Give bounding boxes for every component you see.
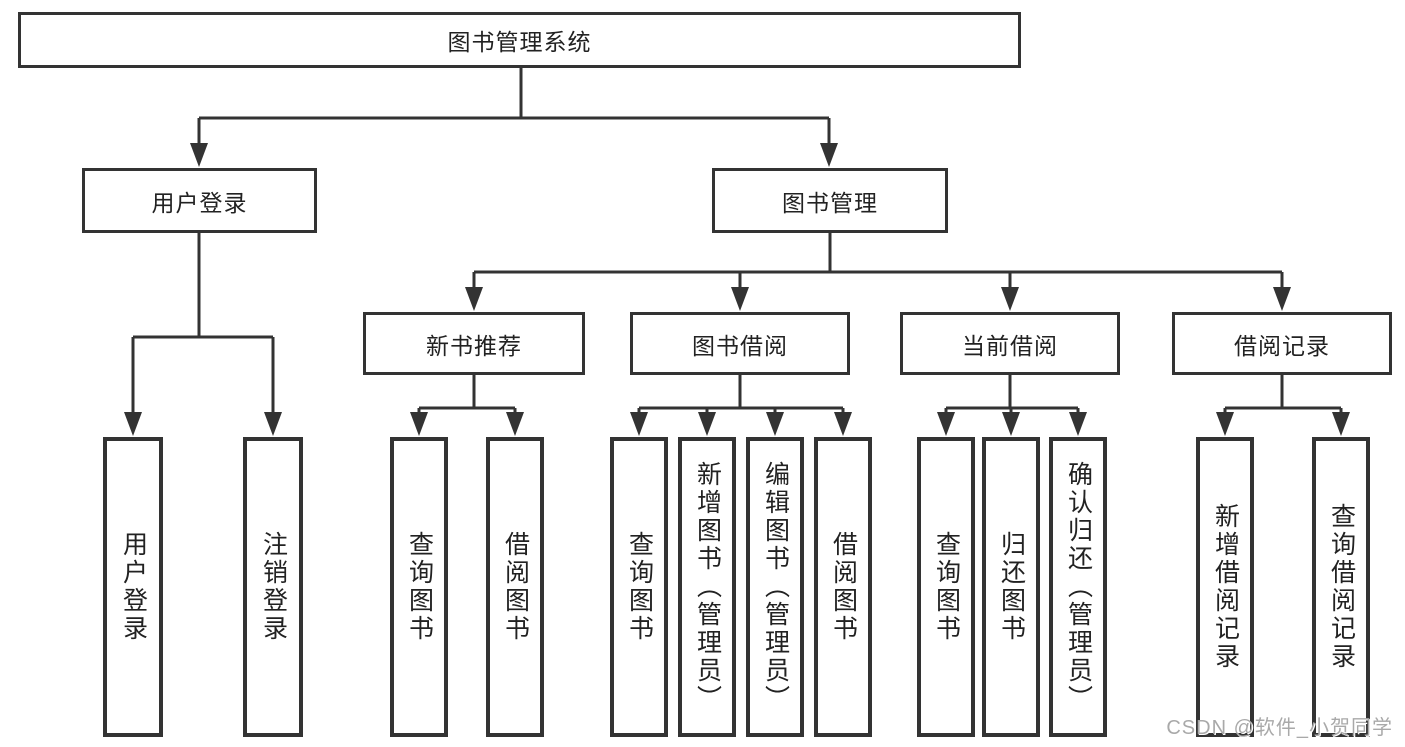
leaf-record-query: 查询借阅记录 bbox=[1312, 437, 1370, 737]
csdn-watermark: CSDN @软件_小贺同学 bbox=[1166, 717, 1393, 739]
arrow-icon bbox=[124, 412, 142, 436]
connector-borrow-branch bbox=[637, 375, 845, 415]
arrow-icon bbox=[766, 412, 784, 436]
leaf-current-query-book: 查询图书 bbox=[917, 437, 975, 737]
connector-lines bbox=[131, 66, 1343, 415]
leaf-user-login: 用户登录 bbox=[103, 437, 163, 737]
arrow-icon bbox=[1332, 412, 1350, 436]
leaf-borrow-add-book-admin: 新增图书（管理员） bbox=[678, 437, 736, 737]
connector-root-branch bbox=[197, 66, 831, 146]
arrow-icon bbox=[937, 412, 955, 436]
node-book-manage: 图书管理 bbox=[712, 168, 948, 233]
arrow-icon bbox=[410, 412, 428, 436]
connector-recommend-branch bbox=[417, 375, 517, 415]
leaf-current-return-book: 归还图书 bbox=[982, 437, 1040, 737]
node-label: 图书管理 bbox=[782, 189, 878, 216]
connector-current-branch bbox=[944, 375, 1080, 415]
leaf-label: 借阅图书 bbox=[829, 531, 858, 643]
leaf-label: 确认归还（管理员） bbox=[1064, 461, 1093, 713]
leaf-label: 新增图书（管理员） bbox=[693, 461, 722, 713]
arrow-icon bbox=[820, 143, 838, 167]
node-label: 用户登录 bbox=[151, 189, 248, 216]
arrow-icon bbox=[698, 412, 716, 436]
leaf-label: 借阅图书 bbox=[501, 531, 530, 643]
node-label: 当前借阅 bbox=[962, 332, 1058, 359]
arrow-icon bbox=[731, 287, 749, 311]
leaf-recommend-borrow-book: 借阅图书 bbox=[486, 437, 544, 737]
arrow-icon bbox=[834, 412, 852, 436]
arrow-icon bbox=[630, 412, 648, 436]
node-label: 图书管理系统 bbox=[447, 29, 592, 55]
leaf-label: 编辑图书（管理员） bbox=[761, 461, 790, 713]
leaf-record-add: 新增借阅记录 bbox=[1196, 437, 1254, 737]
leaf-label: 注销登录 bbox=[259, 531, 288, 643]
leaf-borrow-borrow-book: 借阅图书 bbox=[814, 437, 872, 737]
arrowheads bbox=[124, 143, 1350, 436]
arrow-icon bbox=[1216, 412, 1234, 436]
node-root: 图书管理系统 bbox=[18, 12, 1021, 68]
leaf-label: 查询图书 bbox=[625, 531, 654, 643]
leaf-label: 查询图书 bbox=[932, 531, 961, 643]
node-current-borrow: 当前借阅 bbox=[900, 312, 1120, 375]
node-book-borrow: 图书借阅 bbox=[630, 312, 850, 375]
connector-login-branch bbox=[131, 232, 275, 415]
node-user-login: 用户登录 bbox=[82, 168, 317, 233]
leaf-logout-login: 注销登录 bbox=[243, 437, 303, 737]
arrow-icon bbox=[1001, 287, 1019, 311]
leaf-label: 用户登录 bbox=[119, 531, 148, 643]
leaf-current-confirm-return-admin: 确认归还（管理员） bbox=[1049, 437, 1107, 737]
leaf-label: 归还图书 bbox=[997, 531, 1026, 643]
leaf-borrow-query-book: 查询图书 bbox=[610, 437, 668, 737]
leaf-borrow-edit-book-admin: 编辑图书（管理员） bbox=[746, 437, 804, 737]
arrow-icon bbox=[1069, 412, 1087, 436]
connector-manage-branch bbox=[472, 232, 1284, 290]
node-label: 图书借阅 bbox=[692, 332, 788, 359]
arrow-icon bbox=[465, 287, 483, 311]
arrow-icon bbox=[1273, 287, 1291, 311]
arrow-icon bbox=[264, 412, 282, 436]
leaf-label: 查询图书 bbox=[405, 531, 434, 643]
arrow-icon bbox=[1002, 412, 1020, 436]
node-label: 借阅记录 bbox=[1234, 332, 1330, 359]
leaf-recommend-query-book: 查询图书 bbox=[390, 437, 448, 737]
node-borrow-record: 借阅记录 bbox=[1172, 312, 1392, 375]
leaf-label: 查询借阅记录 bbox=[1327, 503, 1356, 671]
node-new-book-recommend: 新书推荐 bbox=[363, 312, 585, 375]
arrow-icon bbox=[190, 143, 208, 167]
arrow-icon bbox=[506, 412, 524, 436]
connector-record-branch bbox=[1223, 375, 1343, 415]
leaf-label: 新增借阅记录 bbox=[1211, 503, 1240, 671]
node-label: 新书推荐 bbox=[426, 332, 522, 359]
